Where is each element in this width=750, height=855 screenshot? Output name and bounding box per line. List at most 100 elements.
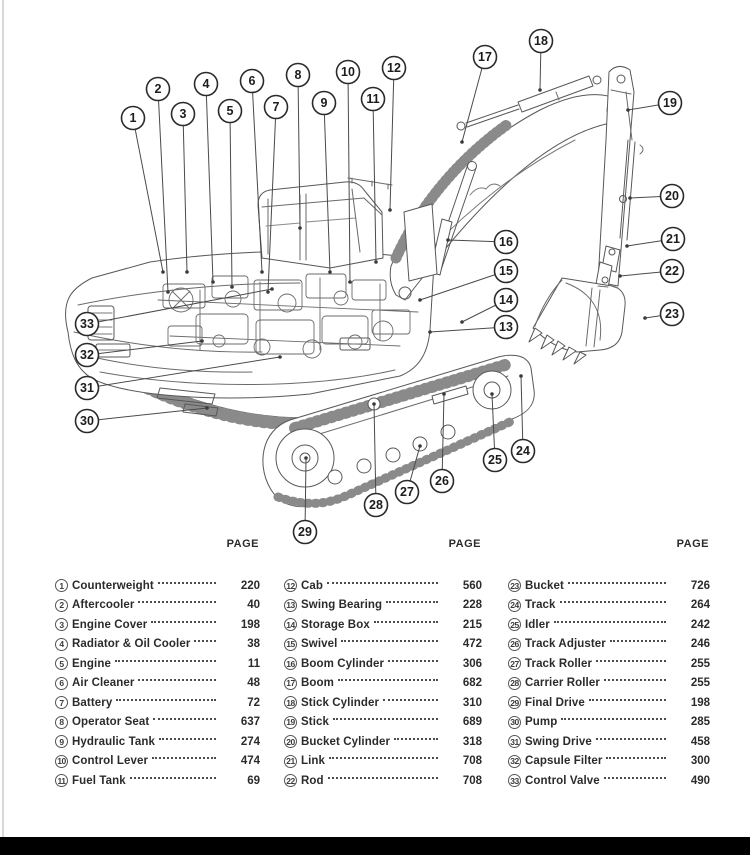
callout-number: 10 xyxy=(341,65,355,79)
part-label: Control Lever xyxy=(72,755,149,768)
callout-number: 8 xyxy=(295,68,302,82)
leader-dot xyxy=(185,270,189,274)
part-page-number: 11 xyxy=(247,657,260,670)
callout-circle xyxy=(394,479,420,505)
part-label: Bucket xyxy=(525,579,564,592)
leader-dot xyxy=(328,270,332,274)
part-number-badge: 16 xyxy=(284,657,297,671)
callout-number: 24 xyxy=(516,444,530,458)
part-number-badge: 13 xyxy=(284,598,297,612)
dotted-leader xyxy=(341,640,438,643)
leader-line xyxy=(86,356,281,389)
leader-dot xyxy=(519,374,523,378)
callout-number: 27 xyxy=(400,485,414,499)
callout-circle xyxy=(217,98,243,124)
leader-dot xyxy=(446,238,450,242)
part-number-badge: 27 xyxy=(508,657,521,671)
dotted-leader xyxy=(603,776,666,779)
leader-dot xyxy=(374,260,378,264)
callout-circle xyxy=(74,375,100,401)
part-label: Cab xyxy=(301,579,324,592)
callout-circle xyxy=(660,226,686,252)
callout-number: 7 xyxy=(273,100,280,114)
leader-line xyxy=(373,403,377,506)
part-label: Track Roller xyxy=(525,657,593,670)
dotted-leader xyxy=(327,776,438,779)
part-page-number: 255 xyxy=(690,677,710,690)
part-label: Radiator & Oil Cooler xyxy=(72,638,191,651)
part-number-badge: 11 xyxy=(55,774,68,788)
page-column-header: PAGE xyxy=(448,538,481,550)
leader-line xyxy=(229,110,233,288)
part-number-badge: 23 xyxy=(508,579,521,593)
part-label: Operator Seat xyxy=(72,716,150,729)
part-number-badge: 28 xyxy=(508,676,521,690)
part-label: Counterweight xyxy=(72,579,154,592)
leader-line xyxy=(86,288,273,325)
leader-dot xyxy=(418,444,422,448)
callout-circle xyxy=(381,55,407,81)
part-number-badge: 5 xyxy=(55,657,68,671)
part-page-number: 310 xyxy=(462,696,482,709)
part-label: Battery xyxy=(72,696,113,709)
callout-number: 21 xyxy=(666,232,680,246)
callout-circle xyxy=(659,301,685,327)
part-label: Track xyxy=(525,599,556,612)
callout-number: 25 xyxy=(488,453,502,467)
callout-circle xyxy=(335,59,361,85)
leader-dot xyxy=(418,298,422,302)
leader-line xyxy=(157,88,169,293)
dotted-leader xyxy=(553,620,666,623)
callout-circle xyxy=(528,28,554,54)
callout-circle xyxy=(429,468,455,494)
callout-number: 19 xyxy=(663,96,677,110)
callout-number: 4 xyxy=(203,77,210,91)
part-page-number: 228 xyxy=(462,599,482,612)
part-page-number: 285 xyxy=(690,716,710,729)
part-number-badge: 25 xyxy=(508,618,521,632)
dotted-leader xyxy=(388,659,438,662)
leader-dot xyxy=(428,330,432,334)
leader-line xyxy=(86,407,208,422)
callout-circle xyxy=(74,408,100,434)
leader-dot xyxy=(260,270,264,274)
callout-circles: 1234567891011121314151617181920212223242… xyxy=(74,28,686,545)
part-number-badge: 2 xyxy=(55,598,68,612)
part-number-badge: 6 xyxy=(55,676,68,690)
page-edge-line xyxy=(2,0,4,837)
leader-dot xyxy=(348,280,352,284)
callout-circle xyxy=(363,492,389,518)
callout-number: 31 xyxy=(80,381,94,395)
callout-number: 16 xyxy=(499,235,513,249)
excavator-diagram: 1234567891011121314151617181920212223242… xyxy=(64,28,686,545)
callout-number: 22 xyxy=(665,264,679,278)
part-label: Pump xyxy=(525,716,558,729)
callout-number: 3 xyxy=(180,107,187,121)
part-page-number: 198 xyxy=(240,618,260,631)
part-page-number: 474 xyxy=(240,755,260,768)
part-page-number: 48 xyxy=(247,677,260,690)
part-number-badge: 26 xyxy=(508,637,521,651)
part-number-badge: 29 xyxy=(508,696,521,710)
part-page-number: 72 xyxy=(247,696,260,709)
dotted-leader xyxy=(129,776,216,779)
part-number-badge: 22 xyxy=(284,774,297,788)
callout-number: 30 xyxy=(80,414,94,428)
callout-number: 15 xyxy=(499,264,513,278)
part-number-badge: 7 xyxy=(55,696,68,710)
